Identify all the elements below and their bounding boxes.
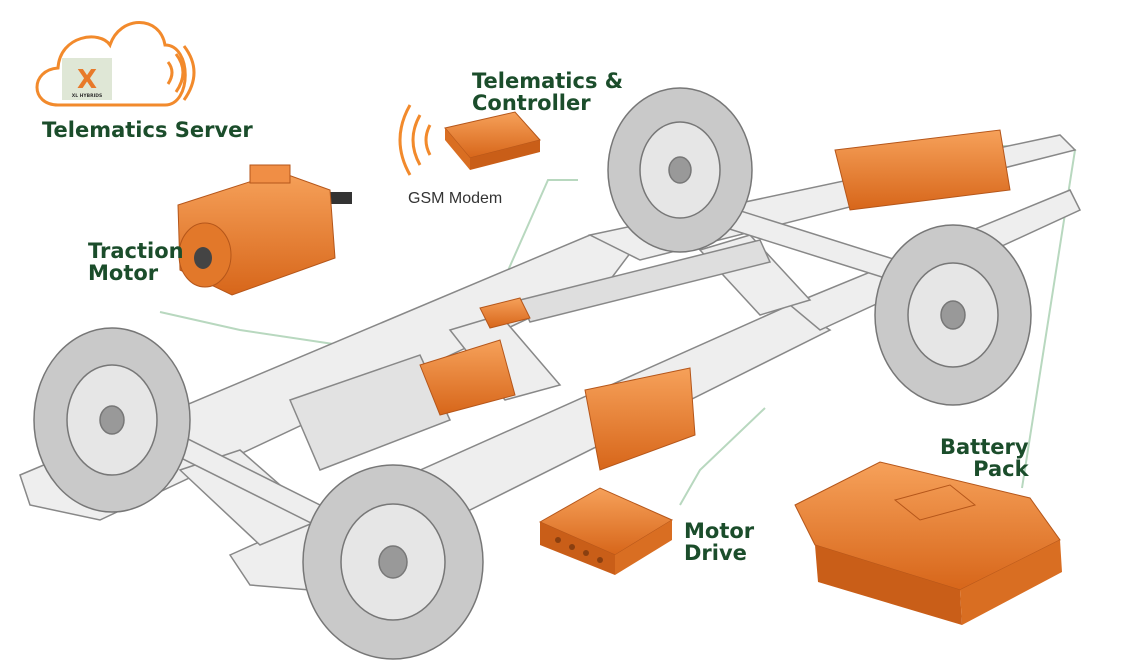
label-traction-motor-line2: Motor [88,261,159,286]
wheel-front-left [33,327,191,513]
label-gsm-modem: GSM Modem [408,190,503,207]
label-telematics-controller: Telematics & Controller [472,70,623,114]
label-traction-motor: Traction Motor [88,240,184,284]
xl-hybrids-logo: X XL HYBRIDS [62,58,112,100]
label-battery-pack: Battery Pack [940,436,1029,480]
installed-motor-drive-box [584,367,696,471]
wheel-front-right [302,464,484,660]
installed-components [419,129,1011,471]
callout-line-motor-drive [679,407,766,506]
callout-line-traction-motor [159,311,341,346]
svg-text:XL HYBRIDS: XL HYBRIDS [72,93,102,99]
label-battery-pack-line2: Pack [973,457,1029,482]
wheel-rear-right [874,224,1032,406]
svg-text:X: X [77,65,97,95]
label-telematics-controller-line2: Controller [472,91,591,116]
motor-drive-unit [538,487,674,575]
label-telematics-server: Telematics Server [42,118,253,142]
label-motor-drive-line1: Motor [684,519,755,543]
telematics-cloud: X XL HYBRIDS [35,21,196,107]
wireless-signal-icon [166,45,196,101]
wheels [33,87,1032,660]
traction-motor-unit [177,164,352,296]
gsm-signal-icon [398,104,432,176]
callout-line-controller [494,179,578,301]
battery-pack-unit [794,461,1062,625]
telematics-controller-unit [398,104,541,176]
label-motor-drive-line2: Drive [684,541,747,566]
label-battery-pack-line1: Battery [940,435,1029,459]
transmission [288,354,452,471]
label-motor-drive: Motor Drive [684,520,754,564]
label-traction-motor-line1: Traction [88,239,184,263]
installed-traction-motor [419,339,516,416]
wheel-rear-left [607,87,753,253]
installed-battery-pack [834,129,1011,211]
installed-controller [479,297,531,329]
label-telematics-controller-line1: Telematics & [472,69,624,93]
